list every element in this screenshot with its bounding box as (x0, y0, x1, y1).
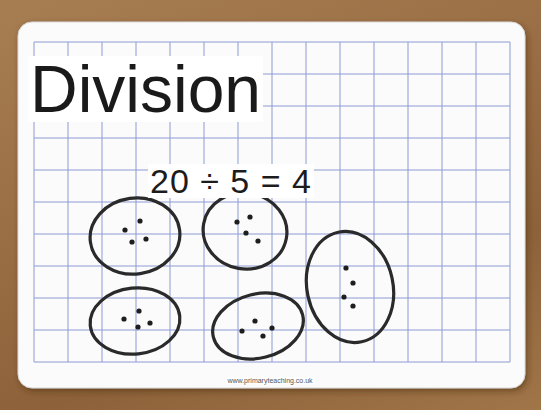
dot (341, 294, 346, 299)
counter-dots (121, 214, 355, 338)
group-circle (87, 283, 183, 358)
group-circles (85, 186, 404, 368)
dot (137, 218, 142, 223)
dot (136, 308, 141, 313)
dot (243, 230, 248, 235)
group-circle (296, 223, 403, 350)
whiteboard (18, 22, 525, 388)
dot (121, 316, 126, 321)
division-sentence: 20 ÷ 5 = 4 (148, 164, 314, 198)
board-title: Division (28, 56, 263, 122)
watermark-url: www.primaryteaching.co.uk (225, 377, 314, 384)
dot (147, 320, 152, 325)
dot (234, 219, 239, 224)
group-circle (206, 284, 311, 368)
dot (239, 328, 244, 333)
dot (269, 325, 274, 330)
group-circle (85, 192, 185, 280)
dot (129, 239, 134, 244)
dot (122, 227, 127, 232)
group-circle (197, 186, 293, 275)
dot (143, 236, 148, 241)
dot (350, 280, 355, 285)
dot (252, 318, 257, 323)
dot (350, 303, 355, 308)
dot (247, 214, 252, 219)
dot (255, 238, 260, 243)
dot (135, 324, 140, 329)
dot (260, 333, 265, 338)
dot (343, 265, 348, 270)
